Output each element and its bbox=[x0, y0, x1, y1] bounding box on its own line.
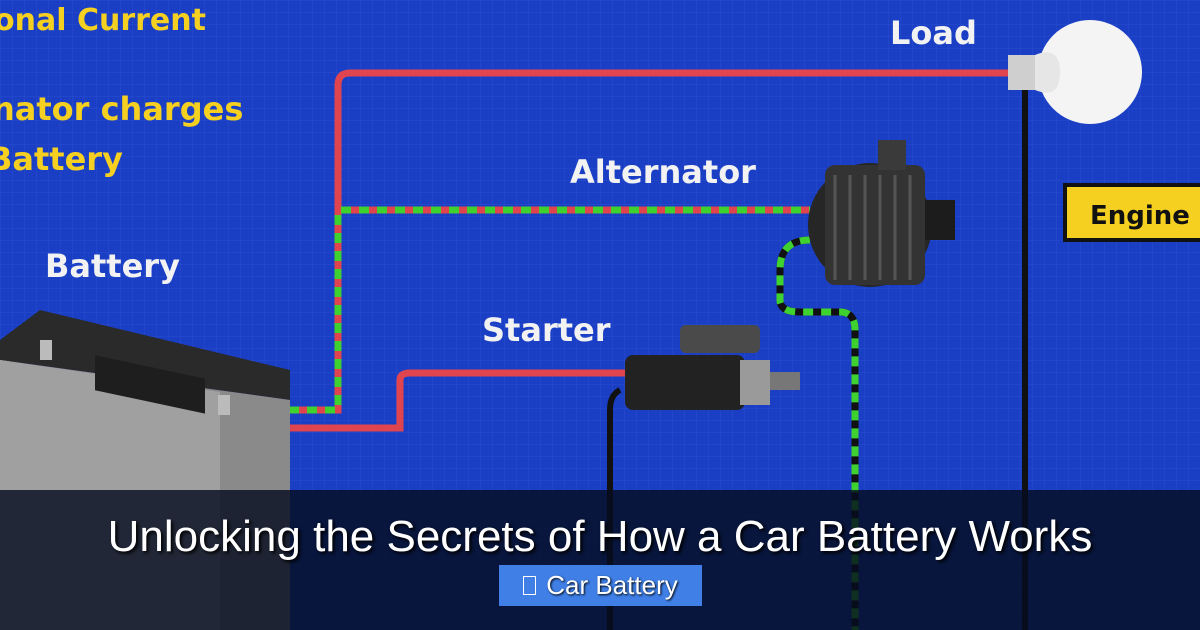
starter-label: Starter bbox=[482, 311, 611, 349]
category-label: Car Battery bbox=[546, 570, 678, 600]
alternator-graphic bbox=[808, 140, 955, 287]
missing-glyph-icon bbox=[523, 576, 537, 595]
engine-label: Engine R bbox=[1090, 201, 1200, 231]
category-badge[interactable]: Car Battery bbox=[499, 565, 702, 606]
engine-label-box bbox=[1063, 183, 1200, 242]
positive-wire bbox=[221, 69, 1014, 432]
load-label: Load bbox=[890, 14, 977, 52]
post-title[interactable]: Unlocking the Secrets of How a Car Batte… bbox=[107, 512, 1093, 561]
title-overlay bbox=[0, 490, 1200, 630]
load-bulb-graphic bbox=[1008, 20, 1142, 124]
caption-line-2: nator charges bbox=[0, 90, 243, 128]
caption-line-3: Battery bbox=[0, 140, 123, 178]
caption-line-1: onal Current bbox=[0, 3, 206, 38]
battery-label: Battery bbox=[45, 247, 180, 285]
alternator-label: Alternator bbox=[570, 153, 756, 191]
starter-graphic bbox=[625, 325, 800, 410]
